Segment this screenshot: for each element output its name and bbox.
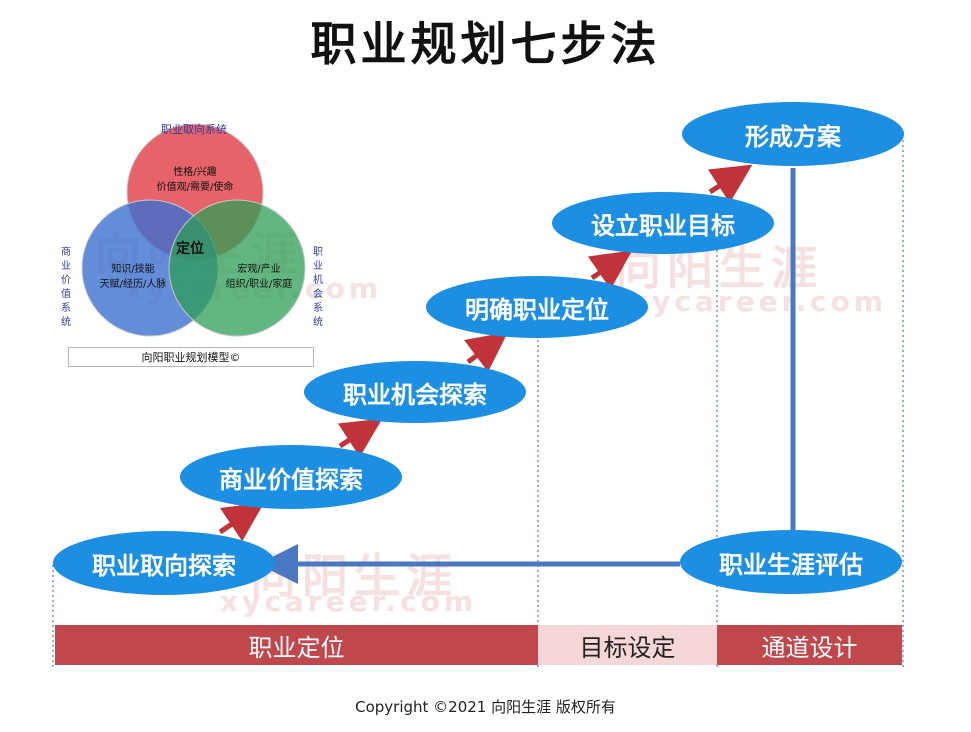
phase-channel-design: 通道设计: [717, 625, 902, 665]
step-arrow: [587, 250, 633, 290]
step-arrow: [707, 164, 753, 204]
step-arrow: [464, 332, 508, 372]
venn-top-line: 性格/兴趣: [173, 167, 217, 178]
venn-circle-right: [168, 199, 306, 337]
page-title: 职业规划七步法: [310, 17, 661, 71]
step-career-orientation: 职业取向探索: [53, 531, 275, 595]
step-arrow: [337, 418, 383, 458]
step-career-positioning: 明确职业定位: [426, 276, 648, 338]
step-arrow: [218, 502, 265, 542]
step-commercial-value: 商业价值探索: [180, 445, 402, 509]
phase-goal-setting: 目标设定: [538, 625, 717, 665]
venn-right-label: 职业机会系统: [313, 247, 323, 328]
venn-center-label: 定位: [176, 241, 204, 257]
venn-left-label: 商业价值系统: [61, 247, 71, 328]
venn-left-line: 天赋/经历/人脉: [99, 279, 167, 290]
venn-right-line: 组织/职业/家庭: [225, 279, 293, 290]
copyright-text: Copyright ©2021 向阳生涯 版权所有: [355, 698, 616, 716]
venn-right-line: 宏观/产业: [237, 264, 281, 275]
venn-right-text: 宏观/产业 组织/职业/家庭: [214, 262, 304, 292]
step-form-plan: 形成方案: [682, 102, 904, 166]
venn-top-text: 性格/兴趣 价值观/需要/使命: [140, 165, 250, 195]
step-set-goal: 设立职业目标: [552, 192, 774, 254]
model-caption: 向阳职业规划模型©: [68, 347, 314, 367]
phase-positioning: 职业定位: [55, 625, 538, 665]
watermark-url: xycareer.com: [630, 285, 888, 318]
step-career-opportunity: 职业机会探索: [304, 361, 526, 423]
venn-top-line: 价值观/需要/使命: [156, 182, 234, 193]
venn-top-label: 职业取向系统: [161, 123, 227, 136]
watermark-url: xycareer.com: [220, 585, 478, 618]
step-career-evaluation: 职业生涯评估: [680, 530, 902, 594]
venn-left-text: 知识/技能 天赋/经历/人脉: [88, 262, 178, 292]
venn-left-line: 知识/技能: [111, 264, 155, 275]
